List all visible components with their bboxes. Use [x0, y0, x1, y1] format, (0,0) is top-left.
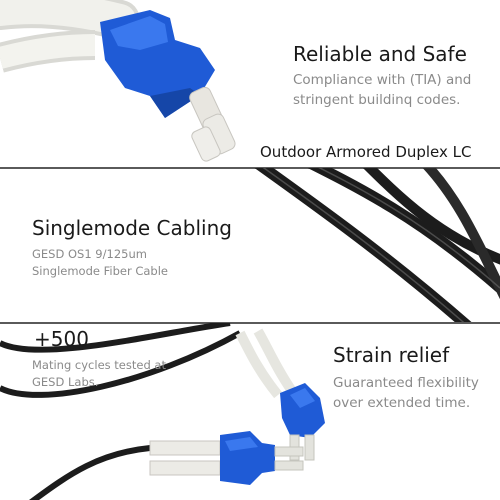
strain-relief-subtitle-line2: over extended time.: [333, 395, 471, 411]
strain-relief-subtitle-line1: Guaranteed flexibility: [333, 375, 479, 391]
singlemode-subtitle-line2: Singlemode Fiber Cable: [32, 264, 169, 278]
duplex-lc-connectors-image: [0, 323, 325, 500]
mating-cycles-title: +500: [34, 327, 89, 351]
product-tagline: Outdoor Armored Duplex LC: [260, 143, 472, 161]
panel-divider-2: [0, 322, 500, 324]
panel-reliable-safe: Reliable and Safe Compliance with (TIA) …: [0, 0, 500, 168]
reliable-safe-subtitle-line1: Compliance with (TIA) and: [293, 72, 472, 88]
black-armored-cable-image: [254, 168, 500, 323]
reliable-safe-title: Reliable and Safe: [293, 42, 467, 66]
lc-connector-closeup-image: [0, 0, 236, 162]
strain-relief-title: Strain relief: [333, 343, 450, 367]
mating-cycles-subtitle-line2: GESD Labs.: [32, 375, 99, 389]
singlemode-subtitle-line1: GESD OS1 9/125um: [32, 247, 147, 261]
panel-mating-strain: +500 Mating cycles tested at GESD Labs. …: [0, 323, 500, 500]
panel-singlemode-cabling: Singlemode Cabling GESD OS1 9/125um Sing…: [0, 168, 500, 323]
singlemode-title: Singlemode Cabling: [32, 216, 232, 240]
reliable-safe-subtitle-line2: stringent buildinq codes.: [293, 92, 461, 108]
mating-cycles-subtitle-line1: Mating cycles tested at: [32, 358, 166, 372]
panel-divider-1: [0, 167, 500, 169]
